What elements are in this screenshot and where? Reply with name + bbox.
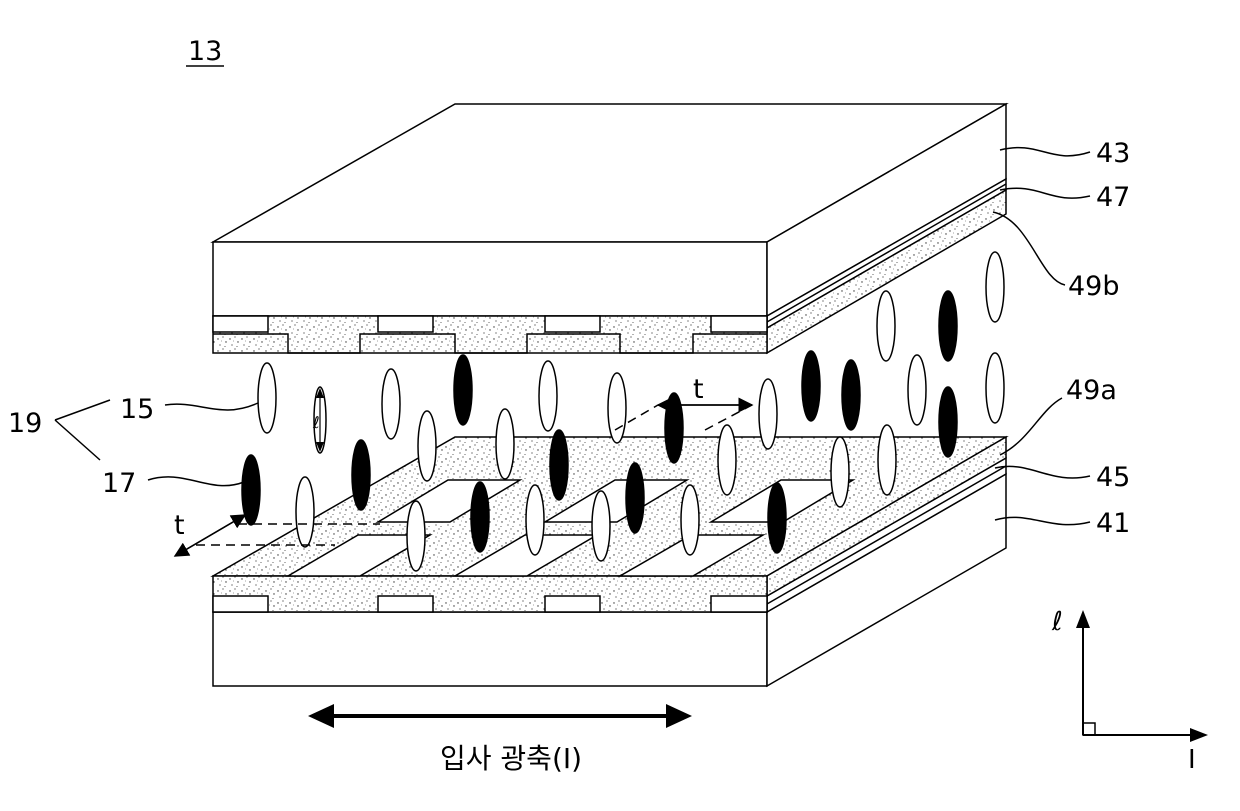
lc-molecule-black bbox=[454, 355, 472, 425]
lc-molecule-white bbox=[418, 411, 436, 481]
label-upper-electrode: 47 bbox=[1096, 182, 1130, 213]
lc-molecule-white bbox=[592, 491, 610, 561]
upper-substrate bbox=[213, 104, 1006, 316]
label-lower-substrate: 41 bbox=[1096, 508, 1130, 539]
lc-molecule-white bbox=[718, 425, 736, 495]
lc-molecule-black bbox=[768, 483, 786, 553]
lc-molecule-black bbox=[939, 291, 957, 361]
figure-number: 13 bbox=[188, 36, 222, 67]
lc-molecule-white bbox=[681, 485, 699, 555]
label-first-molecule: 15 bbox=[120, 394, 154, 425]
lc-molecule-white bbox=[258, 363, 276, 433]
lc-molecule-white bbox=[296, 477, 314, 547]
lc-molecule-black bbox=[939, 387, 957, 457]
lc-molecule-white bbox=[382, 369, 400, 439]
lc-molecule-black bbox=[802, 351, 820, 421]
label-second-molecule: 17 bbox=[102, 468, 136, 499]
lc-molecule-white bbox=[877, 291, 895, 361]
label-lc-group: 19 bbox=[8, 408, 42, 439]
lc-molecule-black bbox=[626, 463, 644, 533]
lc-molecule-black bbox=[550, 430, 568, 500]
lc-molecule-white bbox=[526, 485, 544, 555]
lc-molecule-white bbox=[831, 437, 849, 507]
lc-molecule-white bbox=[908, 355, 926, 425]
label-upper-substrate: 43 bbox=[1096, 138, 1130, 169]
thickness-label-front: t bbox=[174, 510, 185, 541]
incident-axis-arrowhead-right bbox=[666, 704, 692, 728]
lc-molecule-white bbox=[878, 425, 896, 495]
coordinate-axes bbox=[1083, 625, 1192, 735]
label-upper-alignment-layer: 49b bbox=[1068, 271, 1120, 302]
incident-axis-arrowhead-left bbox=[308, 704, 334, 728]
horizontal-axis-arrowhead bbox=[1190, 728, 1208, 742]
lc-molecule-black bbox=[471, 482, 489, 552]
lc-molecule-black bbox=[665, 393, 683, 463]
lc-molecule-white bbox=[986, 353, 1004, 423]
lc-molecule-white bbox=[407, 501, 425, 571]
thickness-label-back: t bbox=[693, 374, 704, 405]
lc-molecule-black bbox=[352, 440, 370, 510]
lc-molecule-white bbox=[496, 409, 514, 479]
lc-molecule-white bbox=[608, 373, 626, 443]
vertical-axis-arrowhead bbox=[1076, 610, 1090, 628]
vertical-axis-label: ℓ bbox=[1051, 607, 1063, 637]
label-lower-alignment-layer: 49a bbox=[1066, 375, 1117, 406]
lc-molecule-white bbox=[759, 379, 777, 449]
incident-axis-caption: 입사 광축(I) bbox=[440, 742, 582, 775]
lc-molecule-white bbox=[539, 361, 557, 431]
horizontal-axis-label: I bbox=[1188, 745, 1196, 775]
label-molecule-long-axis: ℓ bbox=[312, 413, 320, 432]
label-lower-electrode: 45 bbox=[1096, 462, 1130, 493]
lc-molecule-black bbox=[842, 360, 860, 430]
lc-molecule-white bbox=[986, 252, 1004, 322]
